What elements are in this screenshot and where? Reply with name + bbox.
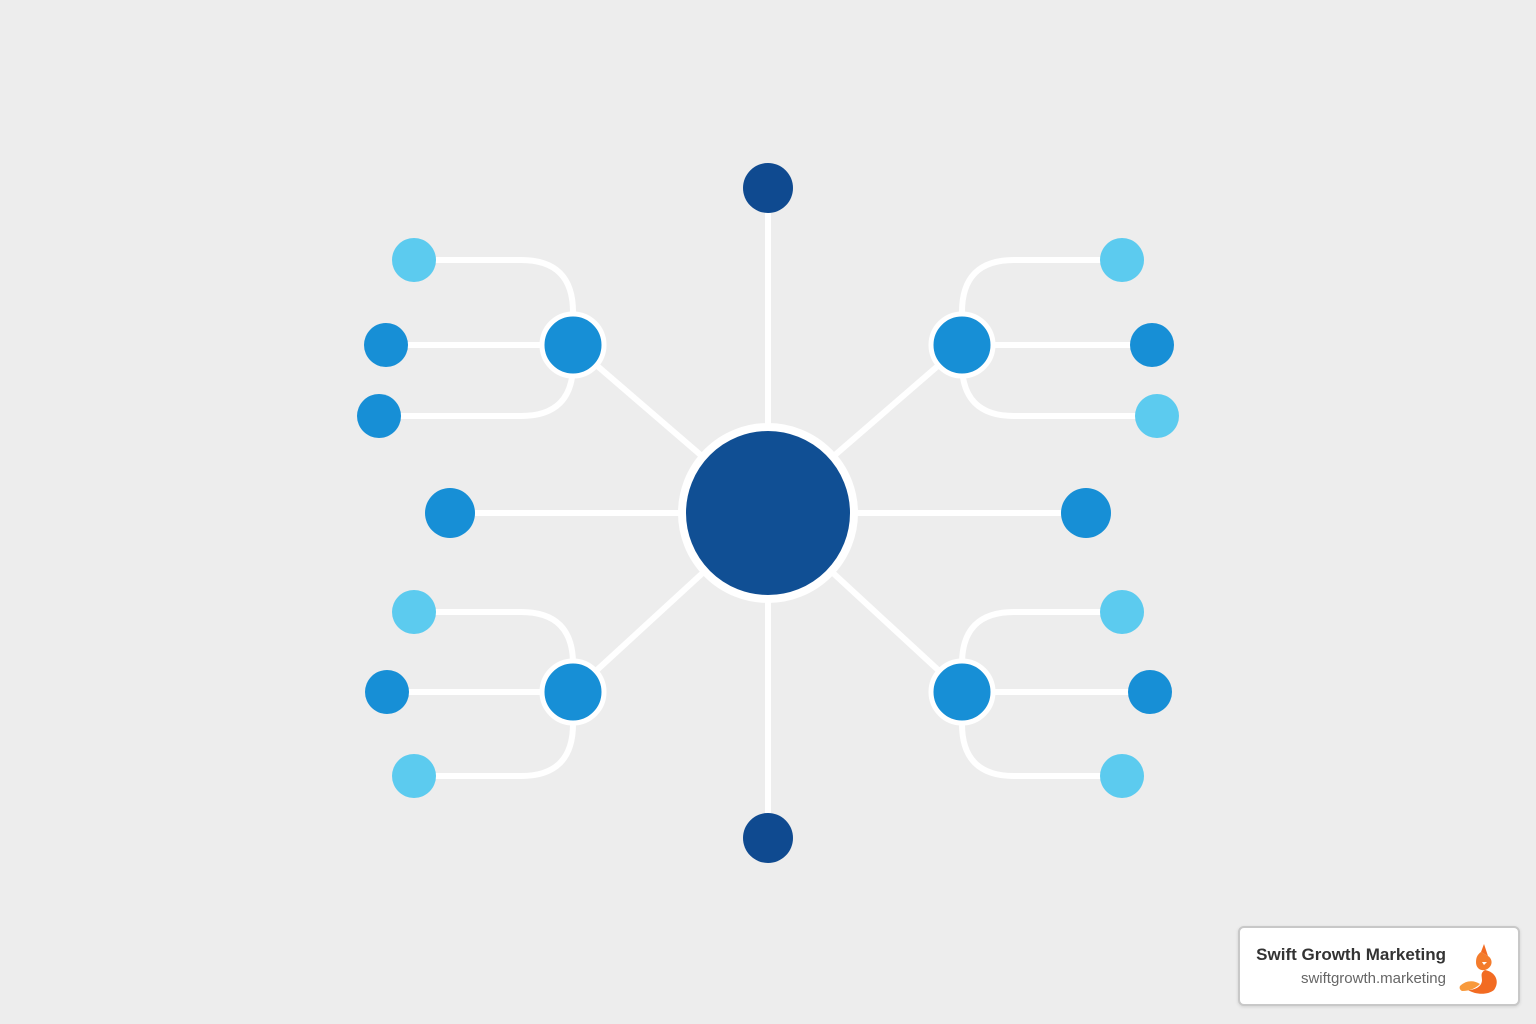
fox-logo-icon bbox=[1459, 944, 1497, 994]
watermark-badge: Swift Growth Marketing swiftgrowth.marke… bbox=[1238, 926, 1520, 1006]
hub-node bbox=[678, 423, 858, 603]
leaf-tr-1 bbox=[1100, 238, 1144, 282]
leaf-br-2 bbox=[1128, 670, 1172, 714]
branch-top-right bbox=[928, 311, 996, 379]
top-node bbox=[743, 163, 793, 213]
leaf-bl-3 bbox=[392, 754, 436, 798]
connector-branch-bottom-right-to-leaf-br-3 bbox=[959, 689, 1125, 779]
leaf-bl-2 bbox=[365, 670, 409, 714]
nodes-layer bbox=[357, 163, 1179, 863]
left-node bbox=[425, 488, 475, 538]
right-node bbox=[1061, 488, 1111, 538]
bottom-node bbox=[743, 813, 793, 863]
connector-branch-top-left-to-leaf-tl-1 bbox=[411, 257, 576, 348]
connector-branch-top-right-to-leaf-tr-1 bbox=[959, 257, 1125, 348]
leaf-br-1 bbox=[1100, 590, 1144, 634]
branch-bottom-right bbox=[928, 658, 996, 726]
branch-bottom-left bbox=[539, 658, 607, 726]
leaf-bl-1 bbox=[392, 590, 436, 634]
leaf-br-3 bbox=[1100, 754, 1144, 798]
watermark-brand-name: Swift Growth Marketing bbox=[1256, 945, 1446, 964]
branch-top-left bbox=[539, 311, 607, 379]
watermark-url: swiftgrowth.marketing bbox=[1300, 970, 1446, 987]
leaf-tl-2 bbox=[364, 323, 408, 367]
leaf-tl-3 bbox=[357, 394, 401, 438]
connector-branch-bottom-left-to-leaf-bl-3 bbox=[411, 689, 576, 779]
leaf-tr-2 bbox=[1130, 323, 1174, 367]
leaf-tl-1 bbox=[392, 238, 436, 282]
leaf-tr-3 bbox=[1135, 394, 1179, 438]
